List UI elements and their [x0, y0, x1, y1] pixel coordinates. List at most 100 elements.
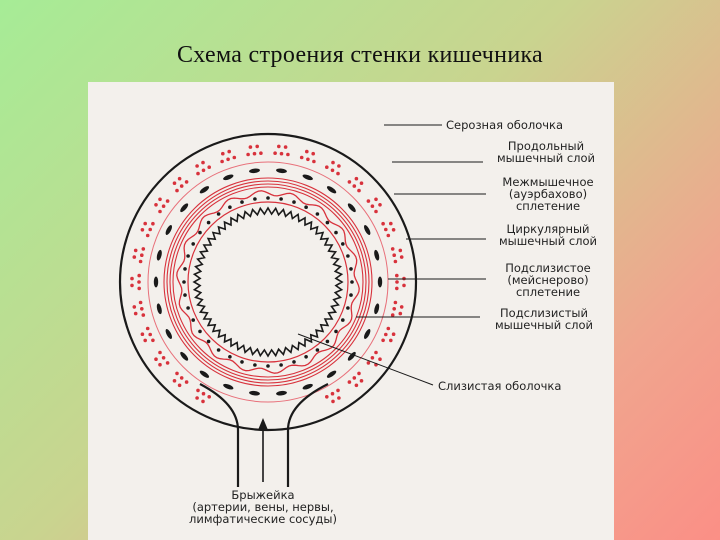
- longitudinal-dot: [395, 280, 399, 284]
- submucous-dot: [346, 254, 350, 258]
- longitudinal-dot: [391, 332, 396, 336]
- longitudinal-dot: [374, 197, 378, 202]
- submucous-muscle-ring: [187, 201, 349, 363]
- longitudinal-dot: [336, 171, 340, 176]
- longitudinal-dot: [386, 233, 391, 238]
- fascicle: [153, 276, 159, 288]
- longitudinal-dot: [395, 286, 399, 291]
- label-circular-line1: Циркулярный: [506, 222, 590, 236]
- submucous-dot: [216, 212, 221, 216]
- longitudinal-dot: [227, 149, 231, 154]
- longitudinal-dot: [172, 379, 177, 383]
- longitudinal-dot: [277, 144, 281, 149]
- longitudinal-dot: [384, 332, 388, 337]
- longitudinal-dot: [133, 311, 138, 316]
- submucous-dot: [279, 363, 283, 367]
- longitudinal-dot: [366, 199, 371, 203]
- longitudinal-dot: [273, 151, 277, 155]
- longitudinal-dot: [398, 311, 403, 316]
- longitudinal-dot: [330, 391, 335, 396]
- longitudinal-dot: [399, 305, 404, 309]
- longitudinal-dot: [252, 151, 257, 156]
- submucous-dot: [216, 348, 221, 352]
- longitudinal-dot: [395, 273, 399, 278]
- longitudinal-dot: [145, 326, 150, 331]
- longitudinal-dot: [312, 159, 316, 164]
- longitudinal-dot: [175, 371, 179, 376]
- label-submucous-plexus-line3: сплетение: [515, 285, 581, 299]
- leader-mucosa: [297, 333, 434, 386]
- circular-ring: [169, 183, 367, 381]
- label-submucous-muscle-line1: Подслизистый: [500, 306, 588, 320]
- fascicle: [223, 383, 234, 390]
- fascicle: [347, 203, 356, 213]
- label-longitudinal-line2: мышечный слой: [496, 151, 596, 165]
- label-mesentery-line1: Брыжейка: [231, 488, 295, 502]
- longitudinal-dot: [354, 176, 359, 181]
- longitudinal-dot: [130, 276, 134, 281]
- circular-ring: [147, 161, 389, 403]
- fascicle: [302, 174, 313, 181]
- longitudinal-dot: [151, 221, 155, 226]
- fascicle: [363, 225, 371, 235]
- label-intermuscular-line1: Межмышечное: [502, 175, 594, 189]
- submucous-dot: [253, 197, 257, 201]
- submucous-dot: [334, 230, 338, 235]
- longitudinal-dot: [393, 259, 398, 264]
- longitudinal-dot: [130, 283, 134, 288]
- longitudinal-dot: [220, 159, 224, 164]
- mesentery-right-line: [286, 383, 329, 431]
- fascicle: [377, 276, 383, 288]
- longitudinal-dot: [195, 164, 199, 168]
- longitudinal-dot: [132, 255, 137, 259]
- submucous-dot: [304, 205, 308, 209]
- longitudinal-dot: [184, 380, 189, 384]
- longitudinal-dot: [232, 155, 237, 160]
- submucous-dot: [349, 293, 353, 297]
- longitudinal-dot: [165, 361, 170, 365]
- mesentery-left-line: [199, 383, 240, 431]
- longitudinal-dot: [311, 151, 315, 156]
- longitudinal-dot: [184, 180, 189, 184]
- longitudinal-dot: [386, 326, 391, 331]
- longitudinal-dot: [177, 176, 182, 181]
- diagram-svg: [118, 124, 486, 487]
- longitudinal-dot: [391, 228, 396, 232]
- longitudinal-dot: [357, 188, 361, 193]
- submucous-dot: [182, 280, 186, 284]
- submucous-dot: [315, 348, 320, 352]
- longitudinal-dot: [357, 371, 361, 376]
- longitudinal-dot: [279, 151, 284, 156]
- longitudinal-dot: [143, 221, 147, 226]
- longitudinal-dot: [141, 247, 146, 251]
- longitudinal-dot: [255, 144, 259, 149]
- longitudinal-dot: [398, 248, 403, 253]
- submucous-dot: [266, 196, 270, 200]
- fascicle: [347, 351, 356, 361]
- longitudinal-dot: [389, 221, 393, 226]
- longitudinal-dot: [283, 145, 288, 149]
- fascicle: [302, 383, 313, 390]
- longitudinal-dot: [154, 203, 158, 207]
- submucous-dot: [315, 212, 320, 216]
- longitudinal-dot: [352, 376, 357, 380]
- longitudinal-dot: [137, 286, 141, 291]
- fascicle: [326, 370, 337, 378]
- longitudinal-dot: [161, 356, 166, 360]
- label-circular-line2: мышечный слой: [498, 234, 598, 248]
- longitudinal-dot: [140, 307, 144, 311]
- longitudinal-dot: [172, 181, 177, 185]
- fascicle: [180, 351, 189, 361]
- submucous-dot: [206, 339, 211, 344]
- label-mesentery-line2: (артерии, вены, нервы,: [192, 500, 334, 514]
- longitudinal-dot: [331, 399, 335, 404]
- longitudinal-dot: [370, 204, 375, 208]
- submucous-dot: [304, 355, 308, 359]
- label-submucous-muscle: Подслизистый мышечный слой: [482, 307, 606, 331]
- longitudinal-dot: [158, 209, 162, 214]
- submucous-dot: [325, 339, 330, 344]
- longitudinal-dot: [154, 357, 158, 362]
- longitudinal-dot: [402, 283, 406, 288]
- longitudinal-dot: [392, 253, 397, 257]
- fascicle: [374, 249, 380, 261]
